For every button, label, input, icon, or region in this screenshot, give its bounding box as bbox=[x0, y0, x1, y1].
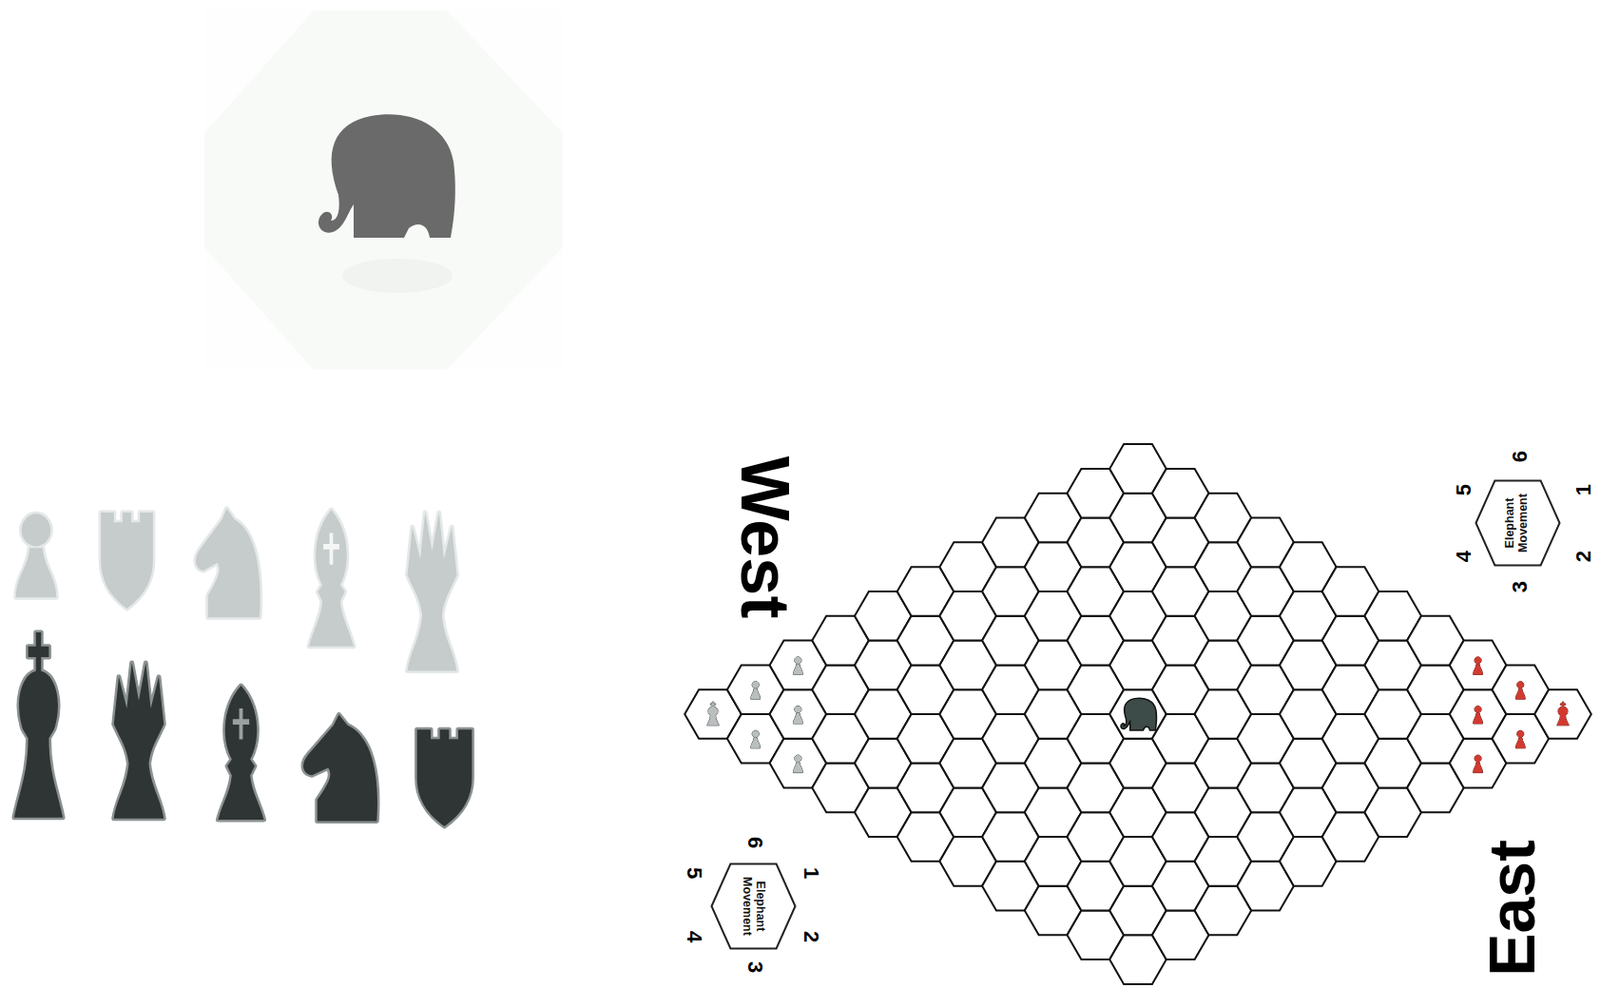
queen-piece bbox=[407, 512, 458, 672]
pawn-piece bbox=[751, 730, 761, 749]
bishop-body bbox=[217, 685, 264, 820]
pawn-piece bbox=[16, 513, 58, 598]
direction-number: 1 bbox=[1573, 483, 1595, 496]
pawn-body bbox=[1515, 730, 1525, 749]
king-piece bbox=[14, 632, 63, 818]
pawn-piece bbox=[792, 754, 803, 773]
direction-number: 2 bbox=[1573, 550, 1595, 562]
board-pieces bbox=[707, 656, 1570, 773]
movement-hex: Elephant Movement bbox=[1474, 479, 1562, 567]
card-ground bbox=[204, 10, 563, 370]
bishop-cross bbox=[232, 708, 250, 739]
pawn-piece bbox=[1515, 681, 1525, 700]
rook-body bbox=[100, 512, 154, 609]
elephant-shadow bbox=[342, 258, 453, 293]
direction-number: 3 bbox=[1509, 580, 1531, 593]
direction-number: 3 bbox=[744, 961, 766, 973]
pawn-body bbox=[792, 705, 803, 724]
elephant-card bbox=[204, 10, 563, 370]
direction-number: 5 bbox=[683, 867, 705, 879]
rook-body bbox=[417, 729, 473, 827]
rook-piece bbox=[100, 512, 154, 609]
elephant-figure bbox=[318, 114, 456, 238]
card-corner bbox=[446, 10, 563, 134]
hex-shape bbox=[711, 864, 795, 949]
direction-number: 6 bbox=[1509, 450, 1531, 463]
pawn-piece bbox=[1473, 656, 1484, 675]
direction-number: 1 bbox=[800, 867, 822, 879]
pawn-piece bbox=[792, 656, 803, 675]
direction-number: 6 bbox=[744, 836, 766, 849]
side-name: West bbox=[731, 456, 800, 619]
pawn-piece bbox=[792, 705, 803, 724]
king-piece bbox=[707, 701, 720, 726]
pawn-piece bbox=[751, 681, 761, 700]
king-body bbox=[14, 632, 63, 818]
bishop-body bbox=[308, 509, 354, 647]
card-corner bbox=[204, 10, 314, 134]
bishop-piece bbox=[217, 685, 264, 820]
hex-board bbox=[684, 443, 1592, 984]
direction-number: 2 bbox=[800, 930, 822, 943]
pawn-body bbox=[1515, 681, 1525, 700]
pawn-piece bbox=[1473, 754, 1484, 773]
queen-body bbox=[407, 512, 458, 672]
knight-body bbox=[195, 508, 261, 618]
king-body bbox=[707, 701, 720, 726]
movement-caption: Elephant Movement bbox=[739, 872, 767, 940]
card-corner bbox=[204, 247, 314, 370]
pawn-body bbox=[792, 754, 803, 773]
hex-shape bbox=[1475, 481, 1560, 566]
pawn-body bbox=[1473, 656, 1484, 675]
king-piece bbox=[1557, 701, 1570, 726]
pawn-body bbox=[1473, 705, 1484, 724]
direction-number: 4 bbox=[683, 930, 705, 943]
pawn-body bbox=[792, 656, 803, 675]
card-corner bbox=[446, 247, 563, 370]
pawn-body bbox=[1473, 754, 1484, 773]
movement-hex: Elephant Movement bbox=[710, 862, 797, 950]
pawn-body bbox=[751, 681, 761, 700]
pawn-piece bbox=[1515, 730, 1525, 749]
pawn-body bbox=[751, 730, 761, 749]
queen-piece bbox=[114, 662, 165, 819]
side-name: East bbox=[1479, 839, 1544, 977]
bishop-piece bbox=[308, 509, 354, 647]
direction-number: 4 bbox=[1453, 550, 1475, 562]
movement-caption: Elephant Movement bbox=[1503, 489, 1531, 557]
knight-piece bbox=[195, 508, 261, 618]
knight-piece bbox=[303, 714, 378, 822]
pawn-body bbox=[16, 513, 58, 598]
elephant-piece bbox=[1120, 697, 1157, 731]
direction-number: 5 bbox=[1453, 483, 1475, 496]
king-body bbox=[1557, 701, 1570, 726]
chess-set bbox=[14, 508, 472, 827]
queen-body bbox=[114, 662, 165, 819]
knight-body bbox=[303, 714, 378, 822]
rook-piece bbox=[417, 729, 473, 827]
pawn-piece bbox=[1473, 705, 1484, 724]
hex-cell bbox=[1534, 689, 1592, 739]
bishop-cross bbox=[323, 533, 340, 565]
